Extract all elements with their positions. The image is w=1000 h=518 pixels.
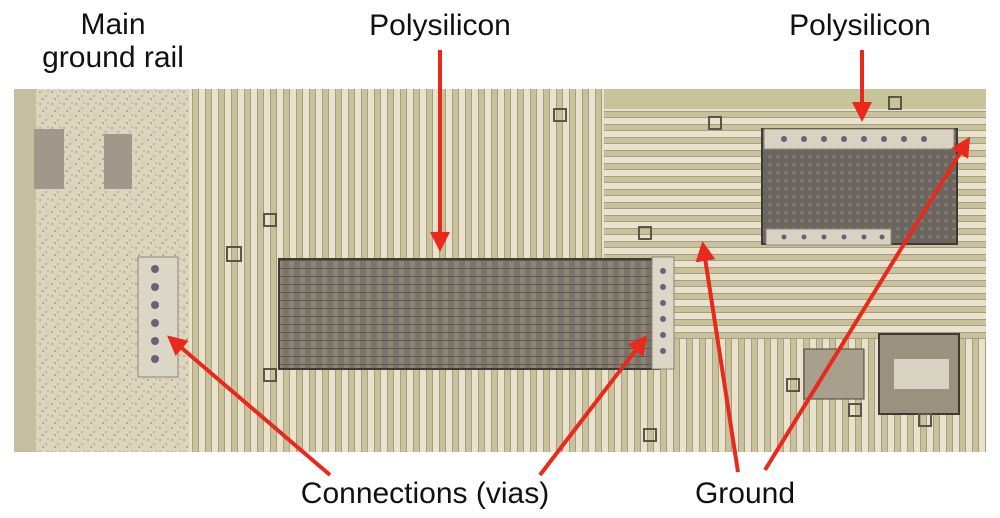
main-ground-rail-label-line1: Main [80, 8, 146, 41]
main-ground-rail-label-line2: ground rail [42, 41, 184, 74]
polysilicon-label-right: Polysilicon [789, 9, 931, 42]
connections-vias-label: Connections (vias) [300, 477, 550, 510]
main-ground-rail-label: Main ground rail [28, 8, 198, 74]
ground-label: Ground [694, 477, 796, 510]
polysilicon-label-left: Polysilicon [369, 9, 511, 42]
die-photo [14, 89, 986, 452]
